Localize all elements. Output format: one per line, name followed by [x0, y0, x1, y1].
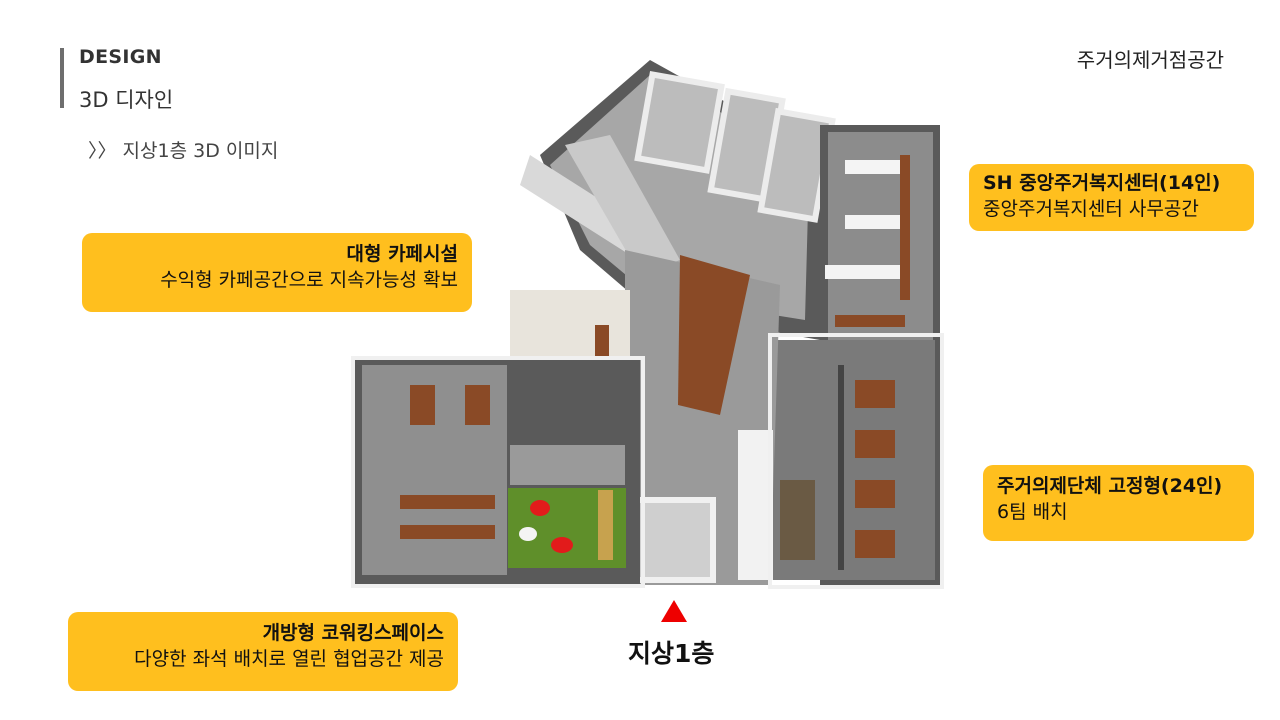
callout-sh-center: SH 중앙주거복지센터(14인) 중앙주거복지센터 사무공간	[969, 164, 1254, 231]
callout-agenda-group: 주거의제단체 고정형(24인) 6팀 배치	[983, 465, 1254, 541]
callout-sh-title: SH 중앙주거복지센터(14인)	[983, 172, 1221, 194]
left-table-2	[465, 385, 490, 425]
callout-cowork-title: 개방형 코워킹스페이스	[262, 622, 444, 644]
office-desk-2	[845, 215, 900, 229]
team-desk-2	[855, 430, 895, 458]
room-top-1	[634, 71, 725, 174]
team-desk-1	[855, 380, 895, 408]
page-title: 주거의제거점공간	[1076, 48, 1224, 72]
cafe-seat-zone	[510, 445, 625, 485]
sub-heading: 〉〉 지상1층 3D 이미지	[88, 140, 279, 162]
entrance-box	[625, 497, 716, 583]
plan-outline	[351, 356, 645, 588]
office-divider	[900, 155, 910, 300]
callout-cafe-title: 대형 카페시설	[346, 243, 459, 265]
red-seat-1	[530, 500, 550, 516]
sofa-orange	[598, 490, 613, 560]
atrium-white-wall	[738, 430, 773, 580]
callout-sh-desc: 중앙주거복지센터 사무공간	[983, 198, 1199, 220]
team-desk-4	[855, 530, 895, 558]
team-divider	[838, 365, 844, 570]
team-shelf	[780, 480, 815, 560]
cowork-table-2	[400, 525, 495, 539]
team-desk-3	[855, 480, 895, 508]
floor-plan-3d-image	[351, 60, 944, 589]
floor-marker-triangle-icon	[661, 600, 687, 622]
white-table	[519, 527, 537, 541]
callout-cafe: 대형 카페시설 수익형 카페공간으로 지속가능성 확보	[82, 233, 472, 312]
corridor-wall	[520, 155, 640, 255]
section-accent-bar	[60, 48, 64, 108]
section-title-ko: 3D 디자인	[79, 88, 174, 112]
callout-group-desc: 6팀 배치	[997, 501, 1068, 523]
plan-outline-right	[768, 333, 944, 589]
red-seat-2	[551, 537, 573, 553]
office-desk-3	[825, 265, 905, 279]
section-title-en: DESIGN	[79, 46, 162, 68]
wood-stage	[678, 255, 750, 415]
office-counter	[835, 315, 905, 327]
corridor-wall-2	[565, 135, 680, 275]
callout-group-title: 주거의제단체 고정형(24인)	[997, 475, 1223, 497]
cowork-table-1	[400, 495, 495, 509]
callout-coworking: 개방형 코워킹스페이스 다양한 좌석 배치로 열린 협업공간 제공	[68, 612, 458, 691]
callout-cowork-desc: 다양한 좌석 배치로 열린 협업공간 제공	[134, 648, 444, 670]
left-table-1	[410, 385, 435, 425]
office-desk-1	[845, 160, 900, 174]
floor-label: 지상1층	[628, 639, 715, 668]
callout-cafe-desc: 수익형 카페공간으로 지속가능성 확보	[160, 269, 458, 291]
